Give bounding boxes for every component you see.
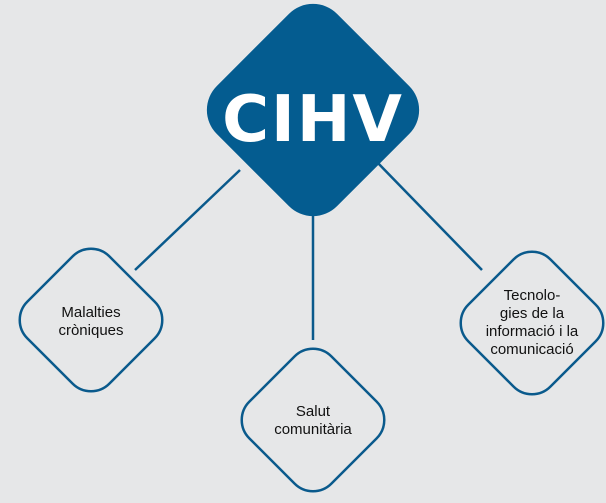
center-diamond bbox=[206, 3, 420, 217]
node-label-bottom: Salut comunitària bbox=[274, 403, 352, 438]
connector-right bbox=[374, 159, 483, 271]
connector-left bbox=[134, 169, 241, 271]
node-diamond-bottom bbox=[240, 347, 386, 493]
node-label-left: Malalties cròniques bbox=[58, 304, 124, 339]
node-diamond-right bbox=[459, 250, 605, 396]
node-label-right: Tecnolo- gies de la informació i la comu… bbox=[485, 287, 579, 358]
center-label: CIHV bbox=[222, 83, 404, 157]
node-diamond-left bbox=[18, 247, 164, 393]
